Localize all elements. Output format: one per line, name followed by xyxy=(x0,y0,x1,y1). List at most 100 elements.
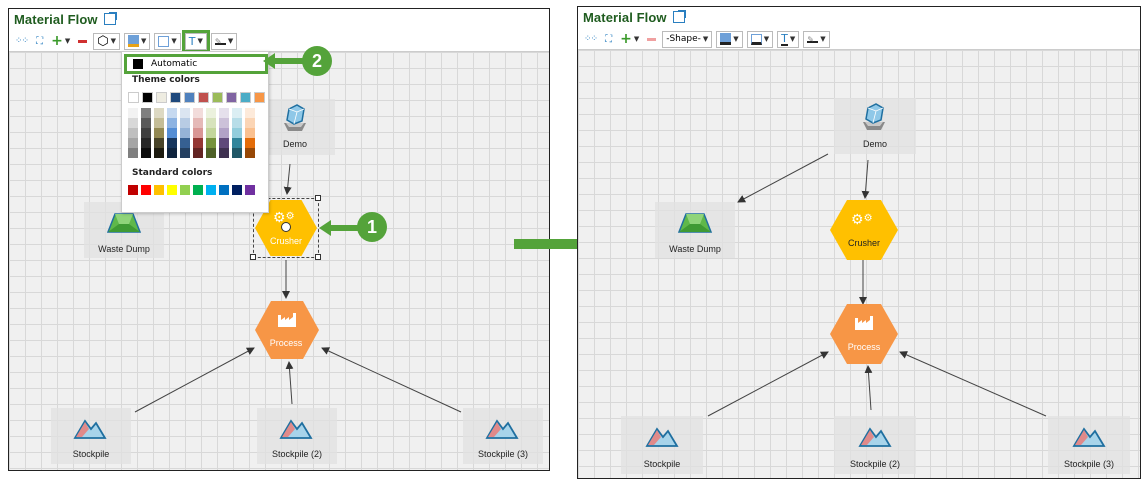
theme-shade-swatch[interactable] xyxy=(141,118,151,128)
theme-color-swatch[interactable] xyxy=(170,92,181,103)
theme-shade-swatch[interactable] xyxy=(154,108,164,118)
theme-color-swatch[interactable] xyxy=(254,92,265,103)
standard-color-swatch[interactable] xyxy=(180,185,190,195)
theme-shade-swatch[interactable] xyxy=(128,108,138,118)
node-waste-dump[interactable]: Waste Dump xyxy=(655,202,735,258)
border-color-button[interactable]: ▼ xyxy=(746,30,774,48)
theme-shade-swatch[interactable] xyxy=(180,138,190,148)
theme-shade-swatch[interactable] xyxy=(219,128,229,138)
node-stockpile-3[interactable]: Stockpile (3) xyxy=(1048,416,1130,474)
theme-color-swatch[interactable] xyxy=(128,92,139,103)
theme-shade-swatch[interactable] xyxy=(245,128,255,138)
theme-shade-swatch[interactable] xyxy=(193,148,203,158)
theme-shade-swatch[interactable] xyxy=(219,108,229,118)
theme-shade-swatch[interactable] xyxy=(206,118,216,128)
resize-handle-bl[interactable] xyxy=(250,254,256,260)
standard-color-swatch[interactable] xyxy=(141,185,151,195)
theme-shade-swatch[interactable] xyxy=(167,138,177,148)
theme-shade-swatch[interactable] xyxy=(245,108,255,118)
theme-shade-swatch[interactable] xyxy=(154,148,164,158)
theme-shade-swatch[interactable] xyxy=(141,108,151,118)
theme-shade-swatch[interactable] xyxy=(141,148,151,158)
selection-handle-center[interactable] xyxy=(281,222,291,232)
theme-color-swatch[interactable] xyxy=(184,92,195,103)
theme-shade-swatch[interactable] xyxy=(128,118,138,128)
standard-color-swatch[interactable] xyxy=(167,185,177,195)
node-stockpile[interactable]: Stockpile xyxy=(51,408,131,464)
theme-shade-swatch[interactable] xyxy=(219,148,229,158)
theme-shade-swatch[interactable] xyxy=(128,148,138,158)
theme-shade-swatch[interactable] xyxy=(193,128,203,138)
theme-shade-swatch[interactable] xyxy=(193,118,203,128)
standard-color-swatch[interactable] xyxy=(206,185,216,195)
theme-shade-swatch[interactable] xyxy=(167,128,177,138)
theme-shade-swatch[interactable] xyxy=(141,138,151,148)
theme-shade-swatch[interactable] xyxy=(154,128,164,138)
node-stockpile-2[interactable]: Stockpile (2) xyxy=(257,408,337,464)
theme-shade-swatch[interactable] xyxy=(206,138,216,148)
theme-shade-swatch[interactable] xyxy=(180,118,190,128)
theme-shade-swatch[interactable] xyxy=(245,138,255,148)
theme-shade-swatch[interactable] xyxy=(141,128,151,138)
theme-color-swatch[interactable] xyxy=(156,92,167,103)
node-stockpile[interactable]: Stockpile xyxy=(621,416,703,474)
node-stockpile-3[interactable]: Stockpile (3) xyxy=(463,408,543,464)
node-crusher[interactable]: ⚙⚙ Crusher xyxy=(830,200,898,262)
theme-color-swatch[interactable] xyxy=(198,92,209,103)
automatic-color-option[interactable]: Automatic xyxy=(124,54,268,74)
theme-shade-swatch[interactable] xyxy=(245,148,255,158)
theme-shade-swatch[interactable] xyxy=(154,138,164,148)
standard-color-swatch[interactable] xyxy=(128,185,138,195)
remove-button[interactable] xyxy=(645,31,658,47)
standard-color-swatch[interactable] xyxy=(154,185,164,195)
standard-color-swatch[interactable] xyxy=(193,185,203,195)
theme-color-swatch[interactable] xyxy=(212,92,223,103)
theme-shade-swatch[interactable] xyxy=(206,108,216,118)
node-demo[interactable]: Demo xyxy=(834,98,916,154)
node-stockpile-2[interactable]: Stockpile (2) xyxy=(834,416,916,474)
fit-button[interactable]: ⛶ xyxy=(34,33,45,49)
fit-button[interactable]: ⛶ xyxy=(603,31,614,47)
theme-shade-swatch[interactable] xyxy=(154,118,164,128)
border-color-button[interactable]: ▼ xyxy=(154,32,181,50)
remove-button[interactable] xyxy=(76,33,89,49)
add-button[interactable]: +▼ xyxy=(618,31,641,47)
add-button[interactable]: +▼ xyxy=(49,33,72,49)
theme-shade-swatch[interactable] xyxy=(167,118,177,128)
resize-handle-tr[interactable] xyxy=(315,195,321,201)
font-color-button[interactable]: T▼ xyxy=(777,30,800,48)
theme-shade-swatch[interactable] xyxy=(128,128,138,138)
layout-button[interactable]: ⁘⁘ xyxy=(13,33,30,49)
theme-shade-swatch[interactable] xyxy=(180,148,190,158)
external-link-icon[interactable] xyxy=(672,10,686,23)
theme-shade-swatch[interactable] xyxy=(167,148,177,158)
node-process[interactable]: Process xyxy=(253,301,319,361)
diagram-canvas[interactable]: Demo Waste Dump ⚙⚙ Crusher Process Stock… xyxy=(578,49,1140,478)
theme-shade-swatch[interactable] xyxy=(219,118,229,128)
theme-color-swatch[interactable] xyxy=(240,92,251,103)
standard-color-swatch[interactable] xyxy=(232,185,242,195)
standard-color-swatch[interactable] xyxy=(219,185,229,195)
theme-color-swatch[interactable] xyxy=(142,92,153,103)
shape-select[interactable]: ⬡▼ xyxy=(93,32,120,50)
theme-shade-swatch[interactable] xyxy=(232,138,242,148)
node-process[interactable]: Process xyxy=(830,304,898,366)
theme-shade-swatch[interactable] xyxy=(193,138,203,148)
theme-shade-swatch[interactable] xyxy=(219,138,229,148)
theme-shade-swatch[interactable] xyxy=(180,128,190,138)
font-color-button[interactable]: T▼ xyxy=(181,29,210,53)
fill-color-button[interactable]: ▼ xyxy=(123,32,151,50)
theme-shade-swatch[interactable] xyxy=(206,148,216,158)
resize-handle-br[interactable] xyxy=(315,254,321,260)
theme-shade-swatch[interactable] xyxy=(232,118,242,128)
theme-shade-swatch[interactable] xyxy=(232,148,242,158)
line-color-button[interactable]: ✎▼ xyxy=(803,30,830,48)
theme-shade-swatch[interactable] xyxy=(167,108,177,118)
shape-select[interactable]: -Shape-▼ xyxy=(662,30,713,48)
theme-shade-swatch[interactable] xyxy=(232,108,242,118)
theme-shade-swatch[interactable] xyxy=(128,138,138,148)
fill-color-button[interactable]: ▼ xyxy=(716,30,743,48)
theme-shade-swatch[interactable] xyxy=(193,108,203,118)
theme-shade-swatch[interactable] xyxy=(180,108,190,118)
standard-color-swatch[interactable] xyxy=(245,185,255,195)
